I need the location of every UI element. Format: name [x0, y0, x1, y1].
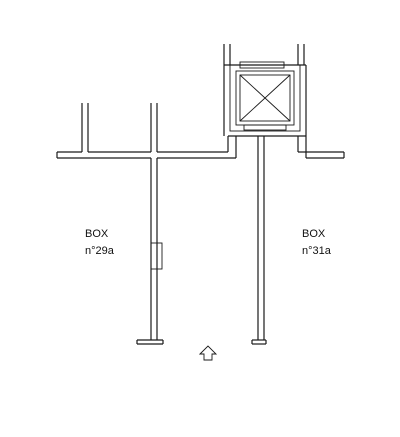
- left-upper-walls: [81, 103, 158, 152]
- box-31a-label: BOX n°31a: [302, 226, 331, 260]
- partition-wall-29a: [136, 158, 164, 345]
- elevator-icon: [235, 70, 295, 131]
- partition-wall-31a: [251, 136, 267, 345]
- entrance-arrow-icon: [198, 345, 218, 361]
- box-31a-title: BOX: [302, 228, 326, 240]
- horizontal-wall-left: [56, 151, 236, 159]
- box-29a-title: BOX: [85, 228, 109, 240]
- box-29a-number: n°29a: [85, 245, 114, 257]
- horizontal-wall-right: [298, 151, 345, 159]
- box-31a-number: n°31a: [302, 245, 331, 257]
- box-29a-label: BOX n°29a: [85, 226, 114, 260]
- elevator-shaft: [223, 44, 307, 158]
